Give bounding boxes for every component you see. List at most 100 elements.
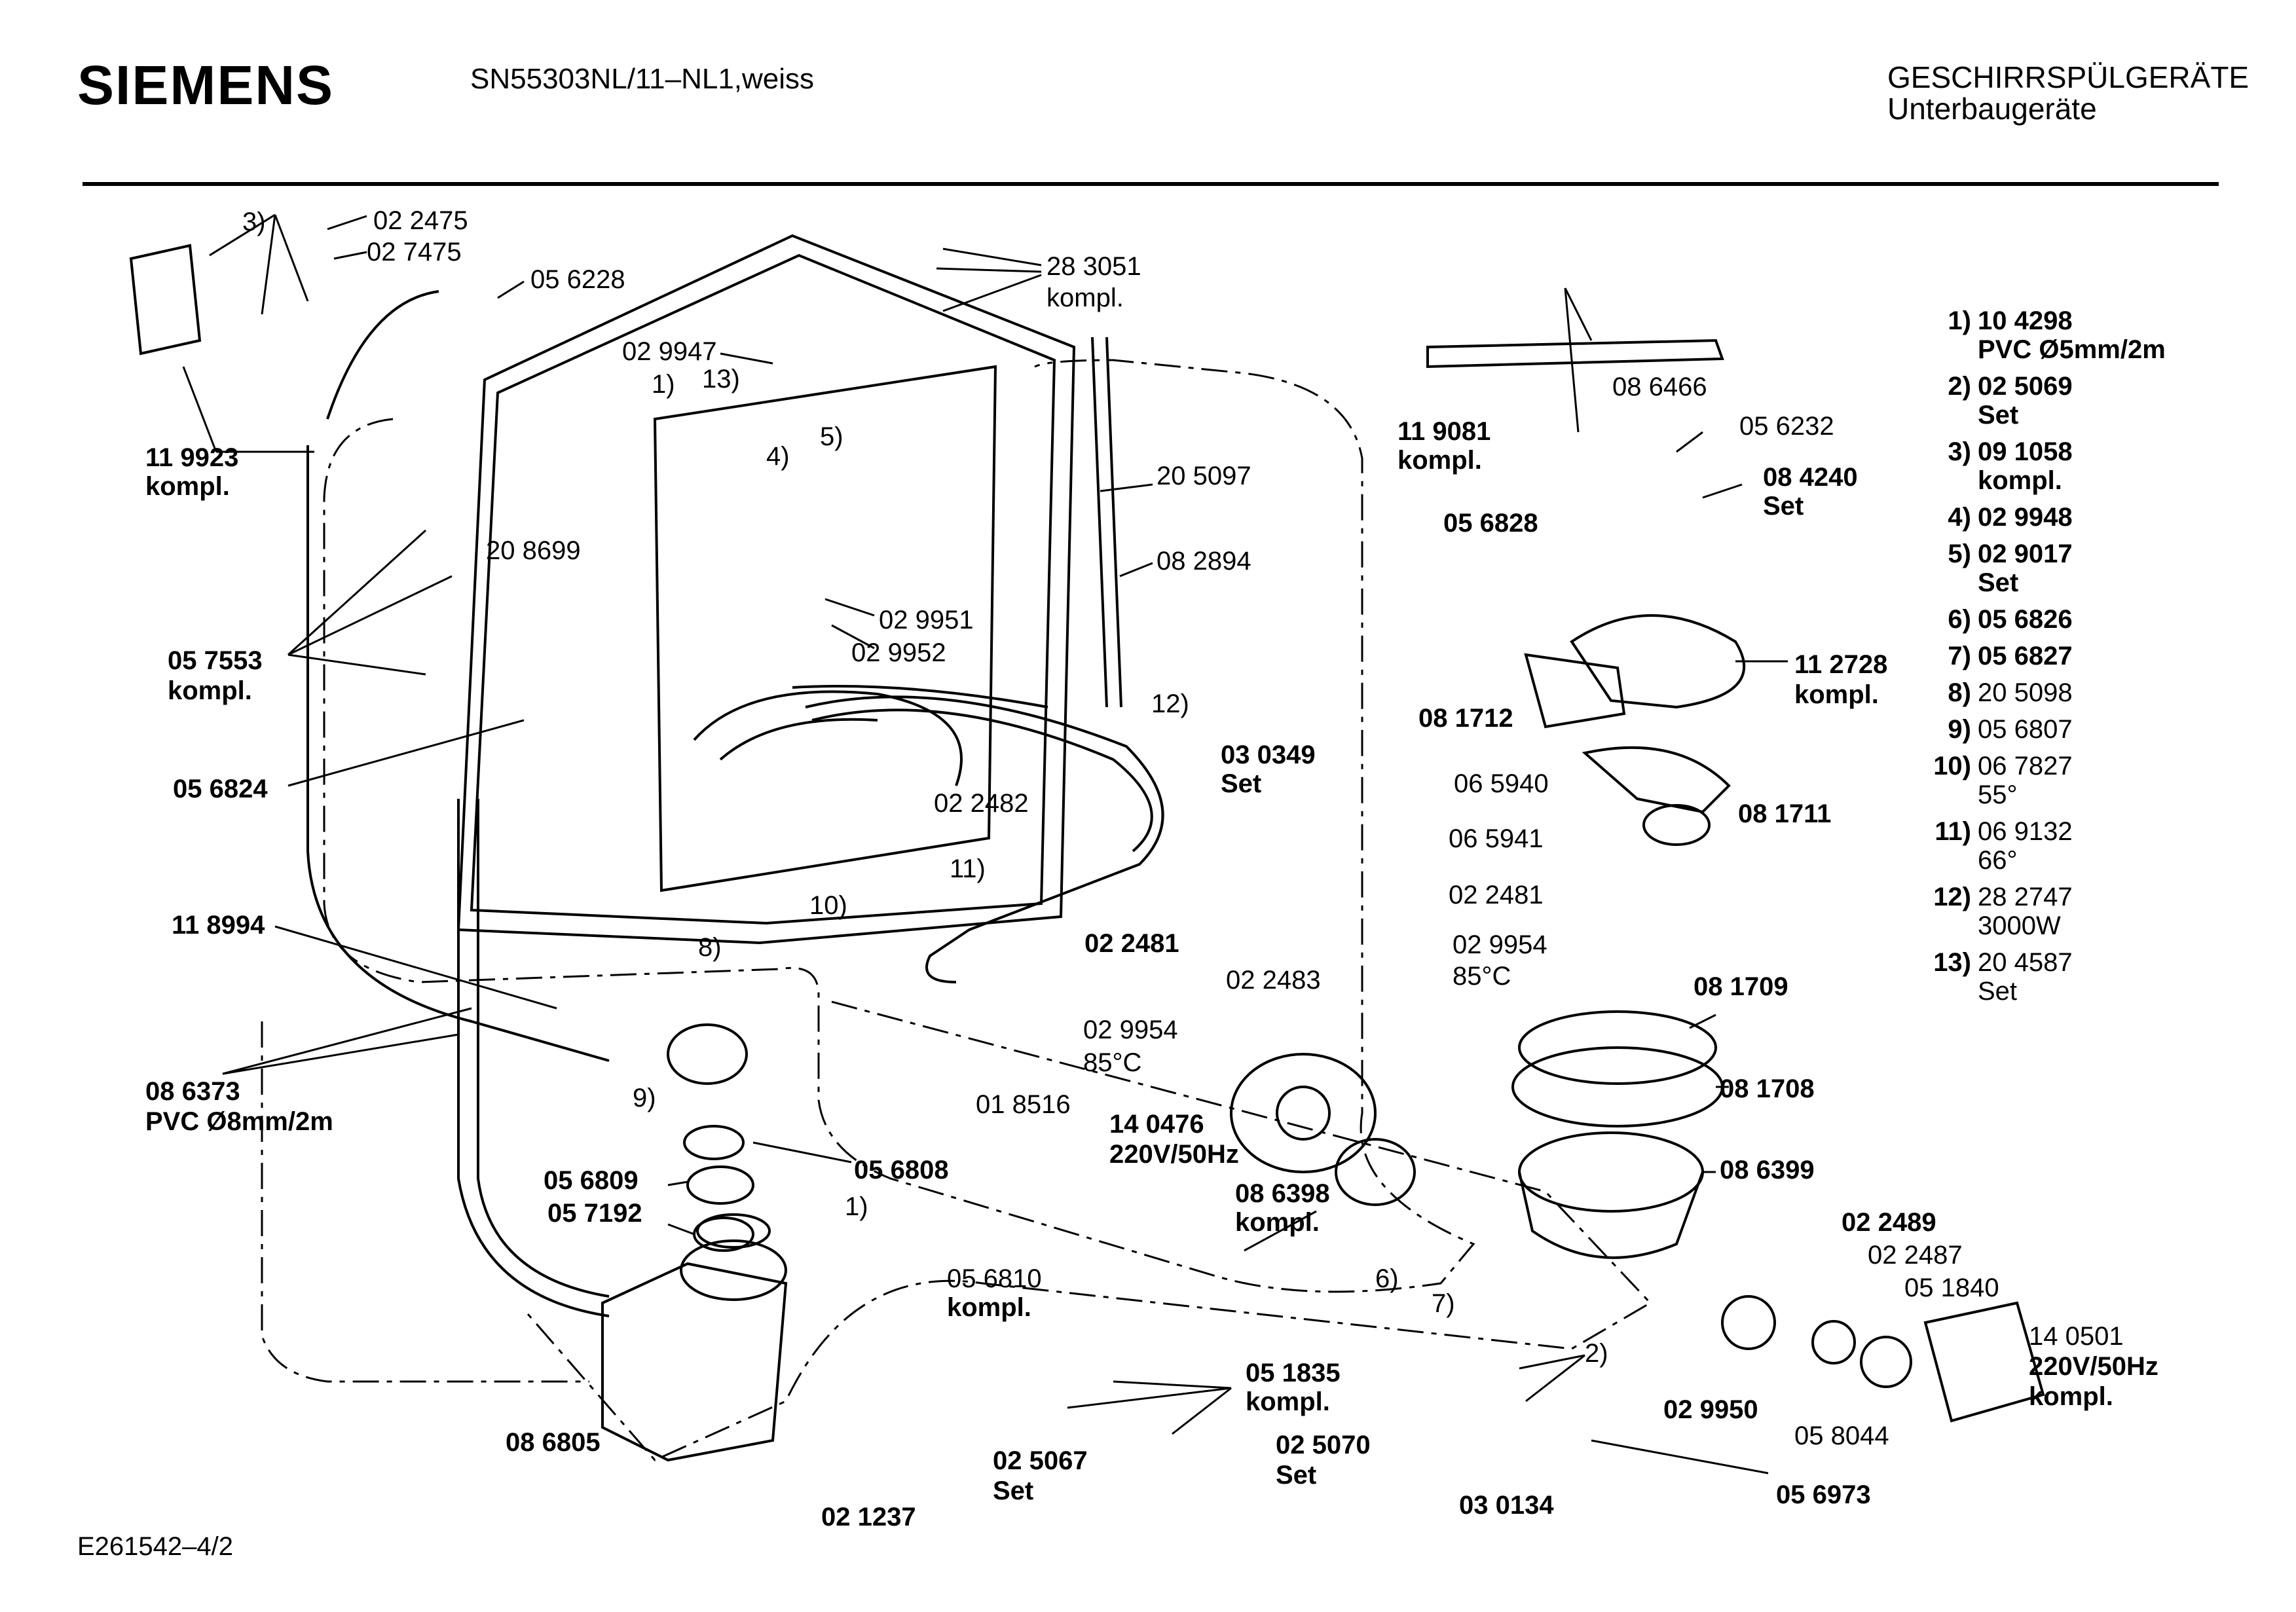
drawing-code: E261542–4/2 bbox=[77, 1532, 234, 1561]
part-084240-set: Set bbox=[1763, 492, 1804, 521]
part-029954-label-b: 02 9954 bbox=[1453, 930, 1547, 959]
leader-lines bbox=[182, 213, 1788, 1475]
part-025067-set: Set bbox=[993, 1476, 1033, 1505]
brand-logo: SIEMENS bbox=[77, 54, 335, 116]
legend-note: Set bbox=[1978, 977, 2018, 1006]
legend-note: kompl. bbox=[1978, 466, 2062, 495]
part-140501-voltage: 220V/50Hz bbox=[2029, 1352, 2158, 1381]
softener-ring-056808 bbox=[683, 1125, 745, 1160]
part-082894-label: 08 2894 bbox=[1157, 547, 1251, 576]
part-030349-label: 03 0349 bbox=[1221, 741, 1316, 769]
part-081712-label: 08 1712 bbox=[1418, 704, 1513, 733]
ref-6-label: 6) bbox=[1375, 1264, 1399, 1293]
part-056828-label: 05 6828 bbox=[1443, 509, 1538, 538]
heater-element-inner bbox=[811, 708, 1153, 852]
legend-part-number: 06 7827 bbox=[1978, 752, 2073, 780]
legend-note: PVC Ø5mm/2m bbox=[1978, 335, 2166, 364]
ref-13-label: 13) bbox=[702, 365, 740, 394]
part-086466-label: 08 6466 bbox=[1612, 373, 1707, 401]
softener-cap bbox=[667, 1023, 748, 1085]
part-056810-label: 05 6810 bbox=[947, 1264, 1042, 1293]
ref-3-label: 3) bbox=[242, 208, 266, 236]
legend-index: 5) bbox=[1948, 540, 1971, 568]
part-029952-label: 02 9952 bbox=[851, 638, 946, 667]
part-056228-label: 05 6228 bbox=[530, 265, 625, 294]
part-018516-label: 01 8516 bbox=[976, 1090, 1071, 1119]
part-058044-label: 05 8044 bbox=[1794, 1421, 1889, 1450]
legend-index: 9) bbox=[1948, 715, 1971, 744]
legend-part-number: 02 5069 bbox=[1978, 372, 2073, 401]
part-205097-label: 20 5097 bbox=[1157, 462, 1251, 490]
door-seal-strip bbox=[1091, 337, 1122, 708]
part-086373-pvc: PVC Ø8mm/2m bbox=[145, 1107, 333, 1136]
sump-housing bbox=[1518, 1131, 1704, 1259]
part-022489-label: 02 2489 bbox=[1842, 1208, 1936, 1237]
legend-note: Set bbox=[1978, 401, 2019, 430]
part-027475-label: 02 7475 bbox=[367, 238, 462, 266]
part-086805-label: 08 6805 bbox=[506, 1428, 601, 1457]
part-025067-label: 02 5067 bbox=[993, 1446, 1088, 1475]
part-056824-label: 05 6824 bbox=[173, 775, 268, 803]
legend-row: 4)02 9948 bbox=[1912, 503, 2200, 532]
legend-part-number: 09 1058 bbox=[1978, 437, 2073, 466]
part-119081-kompl: kompl. bbox=[1398, 446, 1482, 475]
part-081711-label: 08 1711 bbox=[1738, 799, 1831, 828]
part-022483-label: 02 2483 bbox=[1226, 966, 1321, 995]
part-022481-label-b: 02 2481 bbox=[1449, 881, 1544, 909]
part-056973-label: 05 6973 bbox=[1776, 1480, 1871, 1509]
part-025070-label: 02 5070 bbox=[1276, 1431, 1371, 1459]
legend-index: 13) bbox=[1933, 948, 1971, 977]
ref-10-label: 10) bbox=[809, 891, 847, 920]
legend-index: 10) bbox=[1933, 752, 1971, 780]
part-022482-label: 02 2482 bbox=[934, 789, 1029, 818]
sump-boundary-outline bbox=[523, 1000, 1652, 1461]
legend-index: 1) bbox=[1948, 306, 1971, 335]
part-140476-label: 14 0476 bbox=[1109, 1110, 1204, 1139]
base-boundary-outline bbox=[261, 1021, 589, 1383]
part-056810-kompl: kompl. bbox=[947, 1293, 1031, 1322]
legend-part-number: 06 9132 bbox=[1978, 817, 2073, 846]
legend-index: 11) bbox=[1935, 817, 1971, 846]
legend-part-number: 10 4298 bbox=[1978, 306, 2073, 335]
part-086373-label: 08 6373 bbox=[145, 1077, 240, 1106]
part-025070-set: Set bbox=[1276, 1461, 1316, 1490]
temp-85c-label-b: 85°C bbox=[1453, 962, 1511, 991]
ref-5-label: 5) bbox=[820, 422, 843, 451]
ref-7-label: 7) bbox=[1432, 1289, 1455, 1318]
drain-hose bbox=[457, 799, 610, 1317]
circulation-pump-motor bbox=[1230, 1053, 1416, 1206]
legend-row: 8)20 5098 bbox=[1912, 678, 2200, 707]
part-118994-label: 11 8994 bbox=[172, 911, 265, 940]
part-029947-label: 02 9947 bbox=[622, 337, 717, 366]
part-022487-label: 02 2487 bbox=[1868, 1241, 1963, 1270]
temp-85c-label-a: 85°C bbox=[1083, 1048, 1141, 1077]
part-119923-label: 11 9923 bbox=[145, 443, 238, 472]
part-057192-label: 05 7192 bbox=[547, 1199, 642, 1228]
heater-element bbox=[805, 695, 1164, 983]
part-140501-label: 14 0501 bbox=[2029, 1322, 2124, 1351]
part-086399-label: 08 6399 bbox=[1720, 1156, 1815, 1184]
part-086398-kompl: kompl. bbox=[1235, 1208, 1320, 1237]
tub-body bbox=[456, 234, 1076, 945]
part-030349-set: Set bbox=[1221, 769, 1261, 798]
category-line-2: Unterbaugeräte bbox=[1887, 92, 2097, 126]
ref-1-label-bottom: 1) bbox=[845, 1192, 868, 1221]
part-051840-label: 05 1840 bbox=[1904, 1273, 1999, 1302]
ref-9-label: 9) bbox=[633, 1084, 656, 1112]
part-057553-label: 05 7553 bbox=[168, 646, 263, 675]
filter-ring-upper bbox=[1518, 1010, 1717, 1085]
part-112728-kompl: kompl. bbox=[1794, 680, 1879, 709]
part-081708-label: 08 1708 bbox=[1720, 1074, 1815, 1103]
ref-4-label: 4) bbox=[766, 442, 790, 471]
legend-part-number: 05 6807 bbox=[1978, 715, 2073, 744]
part-119081-label: 11 9081 bbox=[1398, 417, 1491, 446]
part-056809-label: 05 6809 bbox=[544, 1166, 639, 1195]
